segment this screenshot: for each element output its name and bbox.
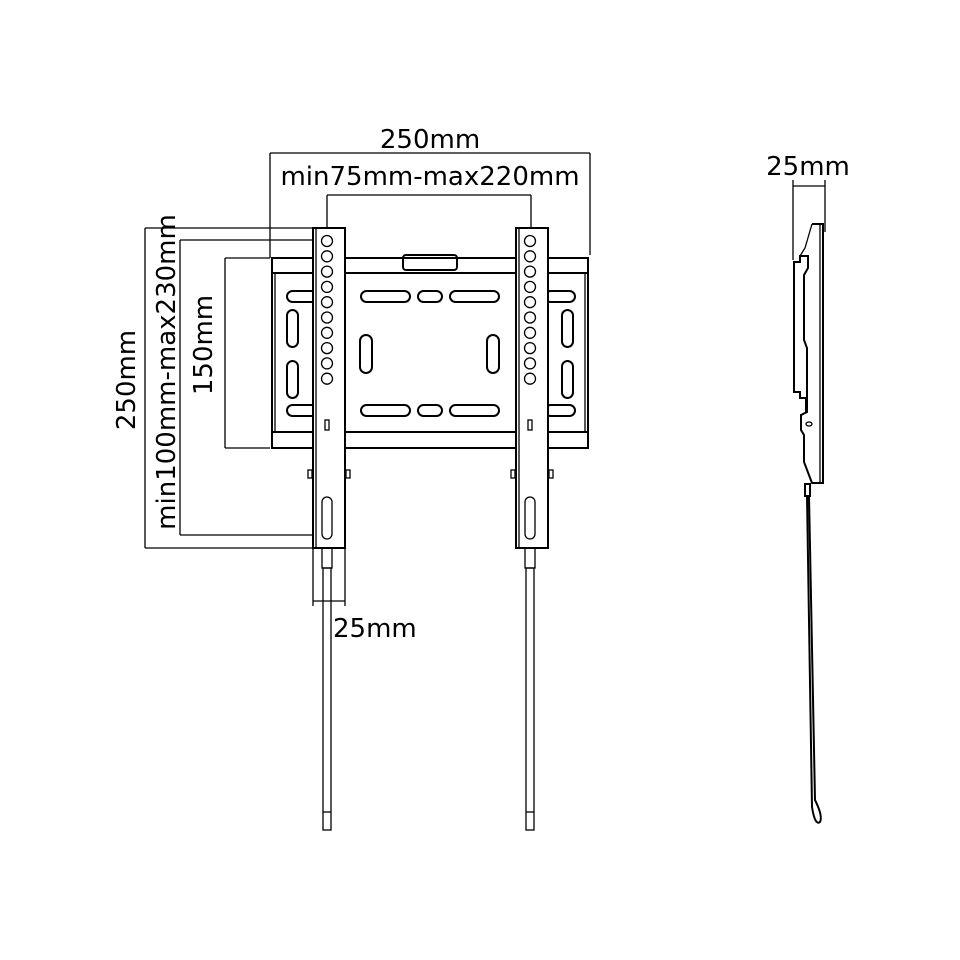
vertical-rails <box>307 227 554 831</box>
safety-strap <box>322 567 332 831</box>
mount-hole <box>523 280 537 294</box>
mount-hole <box>320 234 334 248</box>
rail-stud <box>345 469 351 479</box>
lock-tab <box>527 419 533 431</box>
mount-hole <box>523 296 537 309</box>
mount-hole <box>320 357 334 370</box>
height-label: 250mm <box>112 330 142 430</box>
mount-hole <box>523 250 537 263</box>
width-dimension: 250mm <box>269 125 591 258</box>
strap-clip <box>321 547 333 569</box>
strap-clip <box>524 547 536 569</box>
mount-hole <box>320 341 334 355</box>
mount-hole <box>523 357 537 370</box>
rail-stud <box>510 469 516 479</box>
mount-hole <box>320 296 334 309</box>
height-dimension: 250mm <box>112 227 313 549</box>
side-view: 25mm <box>766 152 850 824</box>
plate-height-label: 150mm <box>189 295 219 395</box>
plate-height-dimension: 150mm <box>189 257 270 449</box>
rail-stud <box>548 469 554 479</box>
vertical-spacing-label: min100mm-max230mm <box>152 214 182 530</box>
mount-hole <box>320 372 334 385</box>
hole-spacing-dimension: min75mm-max220mm <box>280 162 580 236</box>
mount-hole <box>523 341 537 355</box>
width-label: 250mm <box>380 125 480 155</box>
mount-hole <box>320 326 334 339</box>
rail-slot <box>321 496 333 540</box>
mount-hole <box>523 311 537 324</box>
mount-hole <box>523 372 537 385</box>
mount-hole <box>523 265 537 278</box>
mount-hole <box>523 234 537 248</box>
lock-tab <box>324 419 330 431</box>
rail-slot <box>524 496 536 540</box>
right-rail <box>515 227 549 549</box>
mount-hole <box>320 250 334 263</box>
rail-width-label: 25mm <box>333 614 417 644</box>
mount-hole <box>320 265 334 278</box>
hole-spacing-label: min75mm-max220mm <box>280 162 579 192</box>
depth-label: 25mm <box>766 152 850 182</box>
vertical-spacing-dimension: min100mm-max230mm <box>152 214 322 536</box>
mount-hole <box>523 326 537 339</box>
mount-hole <box>320 311 334 324</box>
left-rail <box>312 227 346 549</box>
rail-stud <box>307 469 313 479</box>
safety-strap <box>525 567 535 831</box>
mount-hole <box>320 280 334 294</box>
rail-width-dimension: 25mm <box>312 548 417 644</box>
